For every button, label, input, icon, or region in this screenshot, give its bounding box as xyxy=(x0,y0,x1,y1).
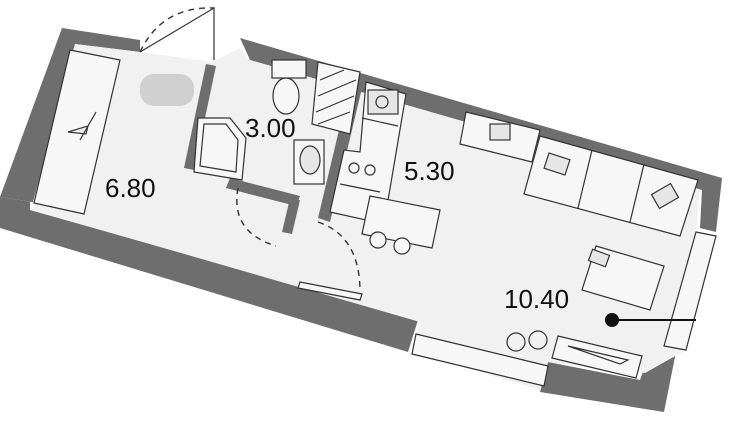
bathroom-sink xyxy=(293,139,325,185)
bathtub xyxy=(140,74,194,106)
outer-wall-bottom xyxy=(0,205,418,352)
dining-table xyxy=(361,195,441,255)
desk xyxy=(459,111,541,163)
outer-wall-right-bottom xyxy=(540,345,676,412)
outer-wall xyxy=(0,28,140,202)
location-marker xyxy=(605,313,696,327)
room-area-bathroom: 3.00 xyxy=(245,113,296,143)
tv-stand xyxy=(551,335,643,379)
partition-lower xyxy=(282,198,300,234)
shower-cabin xyxy=(193,117,247,181)
kitchen-door xyxy=(297,221,363,301)
coffee-table xyxy=(581,245,665,311)
room-area-kitchen: 5.30 xyxy=(404,156,455,186)
window-bottom xyxy=(411,333,549,387)
room-area-hall: 6.80 xyxy=(105,173,156,203)
wardrobe xyxy=(33,49,121,215)
toilet xyxy=(271,59,307,115)
outer-wall-top-right xyxy=(240,38,722,232)
sofa xyxy=(523,135,699,237)
entrance-door xyxy=(139,6,215,60)
kitchen-counter xyxy=(329,81,407,225)
ventilation-shaft xyxy=(311,61,361,135)
bathroom-wall xyxy=(184,64,216,170)
plants xyxy=(506,330,548,352)
bathroom-wall-lower xyxy=(226,178,300,206)
bathroom-door-arc xyxy=(236,187,277,247)
room-area-living: 10.40 xyxy=(504,284,569,314)
